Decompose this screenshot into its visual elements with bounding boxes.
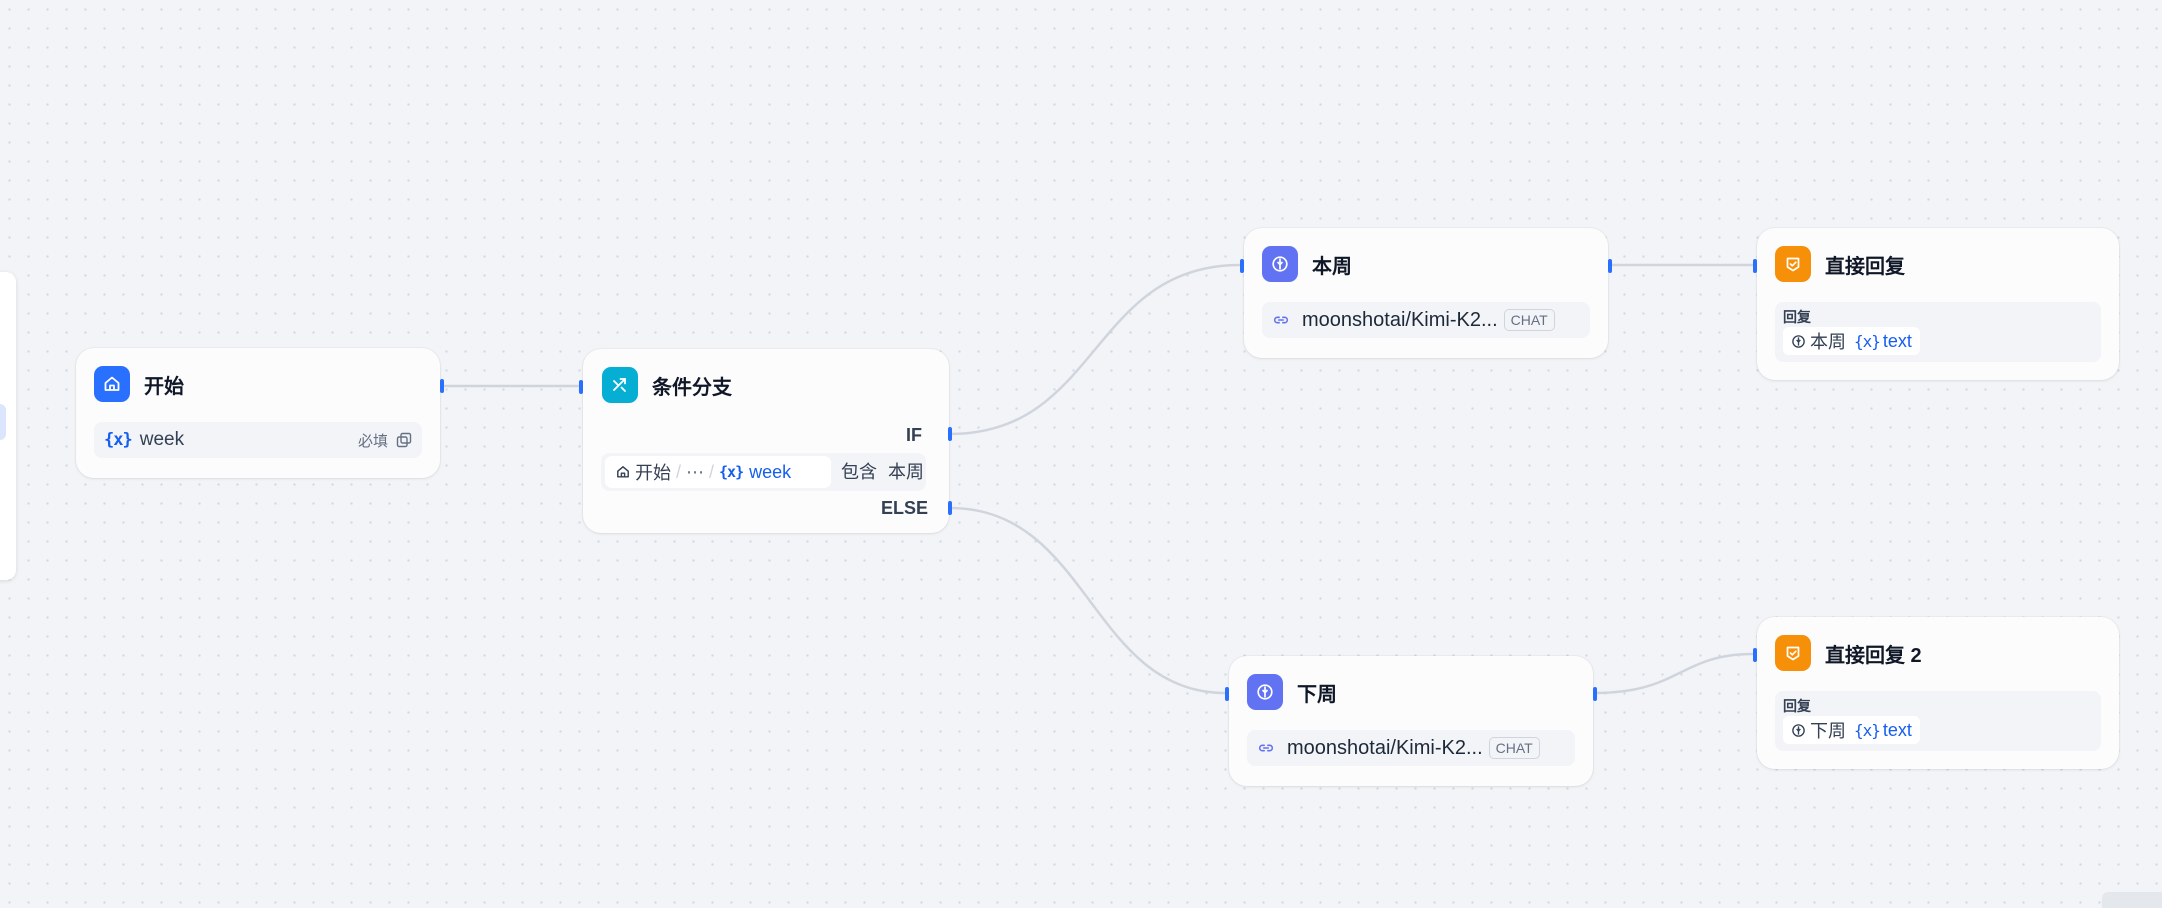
required-label: 必填 [357,432,388,450]
else-output-handle[interactable] [948,501,952,515]
input-handle[interactable] [1225,687,1229,701]
node-title: 下周 [1297,683,1337,706]
node-header: 条件分支 [602,366,732,404]
node-header: 本周 [1262,245,1352,283]
output-handle[interactable] [1608,259,1612,273]
condition-value: 本周 [888,462,925,482]
reply-content[interactable]: 回复 本周 {x} text [1775,302,2101,362]
if-label: IF [906,425,922,445]
reply-icon [1775,246,1811,282]
home-icon [94,366,130,402]
direct-reply-node[interactable]: 直接回复 回复 本周 {x} text [1753,228,2119,380]
reply-content[interactable]: 回复 下周 {x} text [1775,691,2101,751]
else-label: ELSE [881,498,929,518]
condition-variable-selector[interactable]: 开始 / ⋯ / {x} week [605,456,831,488]
input-handle[interactable] [579,380,583,394]
llm-brain-icon [1247,674,1283,710]
toolbar-item-active[interactable] [0,404,6,440]
variable-icon: {x} [104,430,133,450]
variable-name: text [1882,719,1912,740]
model-name: moonshotai/Kimi-K2... [1302,308,1498,331]
source-node-name: 开始 [635,463,671,483]
node-title: 直接回复 [1825,255,1905,278]
model-selector[interactable]: moonshotai/Kimi-K2... CHAT [1247,730,1575,766]
node-title: 本周 [1312,255,1352,278]
node-header: 下周 [1247,673,1337,711]
start-node[interactable]: 开始 {x} week 必填 [76,348,444,478]
copy-icon[interactable] [396,432,412,448]
input-handle[interactable] [1240,259,1244,273]
branch-icon [602,367,638,403]
input-handle[interactable] [1753,259,1757,273]
minimap-corner[interactable] [2102,892,2162,908]
condition-operator: 包含 [841,462,877,482]
variable-icon: {x} [1854,331,1881,351]
edge-else-to-next-week[interactable] [949,506,1227,695]
reply-variable-chip[interactable]: 下周 {x} text [1783,716,1920,744]
start-variable-week[interactable]: {x} week 必填 [94,422,422,458]
direct-reply-node-2[interactable]: 直接回复 2 回复 下周 {x} text [1753,617,2119,769]
variable-name: text [1882,330,1912,351]
reply-icon [1775,635,1811,671]
output-handle[interactable] [440,379,444,393]
variable-icon: {x} [719,463,744,481]
llm-node-this-week[interactable]: 本周 moonshotai/Kimi-K2... CHAT [1240,228,1612,358]
condition-branch-node[interactable]: 条件分支 IF 开始 / ⋯ / {x} week 包含 本周 ELSE [579,349,952,533]
path-separator: / [676,461,682,482]
node-header: 直接回复 [1775,245,1905,283]
link-icon [1274,316,1288,324]
node-header: 直接回复 2 [1775,634,1922,672]
llm-node-next-week[interactable]: 下周 moonshotai/Kimi-K2... CHAT [1225,656,1597,786]
llm-brain-icon [1792,334,1805,348]
variable-icon: {x} [1854,720,1881,740]
condition-variable-name: week [749,461,792,482]
source-node-name: 下周 [1810,721,1846,741]
model-name: moonshotai/Kimi-K2... [1287,736,1483,759]
model-selector[interactable]: moonshotai/Kimi-K2... CHAT [1262,302,1590,338]
node-title: 条件分支 [652,376,732,399]
model-mode-badge: CHAT [1488,737,1540,759]
if-output-handle[interactable] [948,427,952,441]
node-header: 开始 [94,365,184,403]
source-node-name: 本周 [1810,332,1846,352]
link-icon [1259,744,1273,752]
home-icon [617,466,629,478]
output-handle[interactable] [1593,687,1597,701]
reply-variable-chip[interactable]: 本周 {x} text [1783,327,1920,355]
llm-brain-icon [1792,723,1805,737]
ellipsis: ⋯ [686,461,705,482]
input-handle[interactable] [1753,648,1757,662]
model-mode-badge: CHAT [1503,309,1555,331]
edge-if-to-this-week[interactable] [949,263,1241,436]
node-title: 开始 [144,375,184,398]
path-separator: / [709,461,715,482]
left-toolbar[interactable] [0,272,16,580]
reply-label: 回复 [1783,698,1811,714]
reply-label: 回复 [1783,309,1811,325]
condition-operator-value: 包含 本周 [841,453,924,491]
edge-next-week-to-reply2[interactable] [1594,652,1754,695]
llm-brain-icon [1262,246,1298,282]
condition-row[interactable]: 开始 / ⋯ / {x} week 包含 本周 [601,453,926,491]
node-title: 直接回复 2 [1825,644,1922,667]
variable-name: week [139,429,185,450]
